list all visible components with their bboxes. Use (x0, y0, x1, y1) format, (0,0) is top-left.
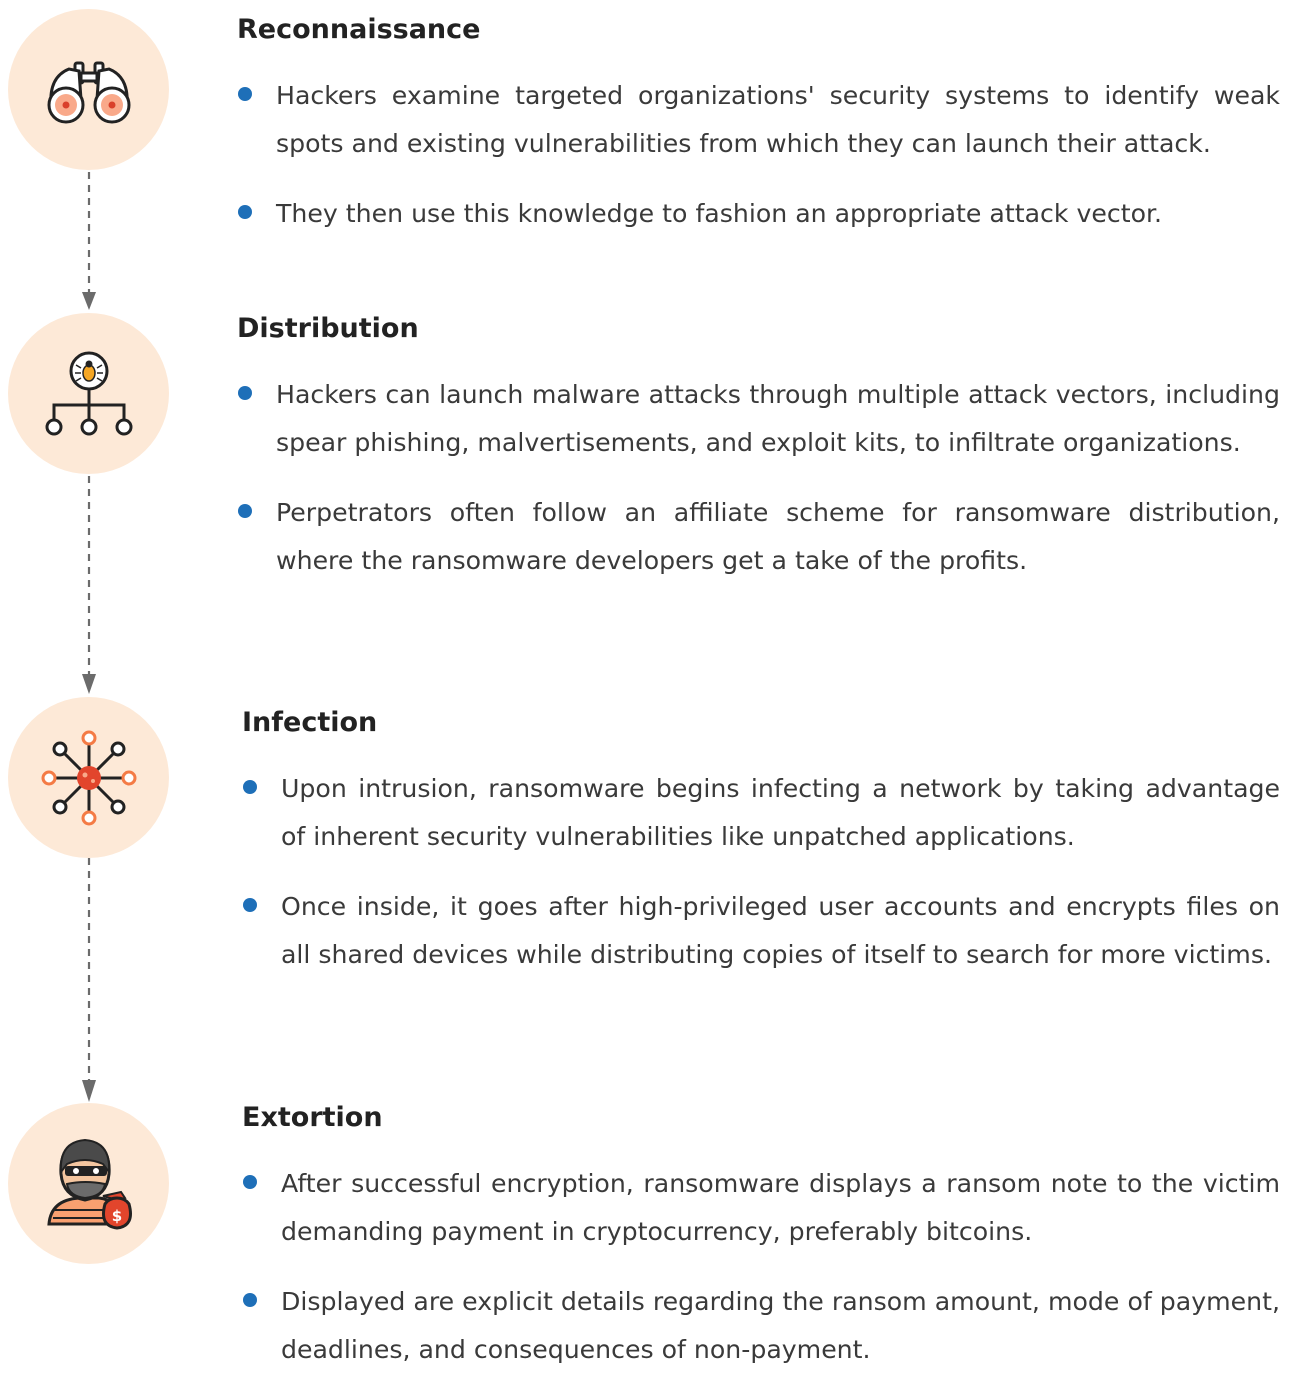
list-item: Upon intrusion, ransomware begins infect… (242, 765, 1280, 861)
arrow-down-icon (82, 292, 96, 310)
stage-reconnaissance: Reconnaissance Hackers examine targeted … (237, 14, 1280, 260)
stage-title: Extortion (242, 1102, 383, 1133)
bullet-text: Upon intrusion, ransomware begins infect… (281, 774, 1280, 852)
stage-title: Reconnaissance (237, 14, 481, 45)
stage-distribution: Distribution Hackers can launch malware … (237, 313, 1280, 607)
bullet-text: They then use this knowledge to fashion … (276, 199, 1163, 229)
bullet-icon (238, 386, 252, 401)
stage-extortion: Extortion After successful encryption, r… (242, 1102, 1280, 1396)
bullet-text: Displayed are explicit details regarding… (281, 1287, 1280, 1365)
svg-text:$: $ (111, 1207, 121, 1225)
bullet-text: After successful encryption, ransomware … (281, 1169, 1280, 1247)
virus-spread-icon (41, 730, 136, 825)
bullet-icon (238, 205, 252, 220)
list-item: Displayed are explicit details regarding… (242, 1278, 1280, 1374)
list-item: After successful encryption, ransomware … (242, 1160, 1280, 1256)
bullet-icon (243, 1293, 257, 1308)
list-item: Once inside, it goes after high-privileg… (242, 883, 1280, 979)
hacker-money-bag-icon: $ (46, 1138, 132, 1230)
bullet-list: Hackers can launch malware attacks throu… (237, 371, 1280, 585)
bullet-icon (243, 898, 257, 913)
bullet-text: Hackers can launch malware attacks throu… (276, 380, 1280, 458)
bullet-text: Once inside, it goes after high-privileg… (281, 892, 1280, 970)
list-item: They then use this knowledge to fashion … (237, 190, 1280, 238)
bullet-list: Upon intrusion, ransomware begins infect… (242, 765, 1280, 979)
bullet-text: Perpetrators often follow an affiliate s… (276, 498, 1280, 576)
list-item: Hackers can launch malware attacks throu… (237, 371, 1280, 467)
stage-icon-circle (8, 313, 169, 474)
stage-title: Distribution (237, 313, 419, 344)
stage-icon-circle: $ (8, 1103, 169, 1264)
bullet-icon (243, 1175, 257, 1190)
bullet-icon (243, 780, 257, 795)
stage-icon-circle (8, 697, 169, 858)
bullet-text: Hackers examine targeted organizations' … (276, 81, 1280, 159)
binoculars-icon (47, 61, 130, 123)
stage-title: Infection (242, 707, 378, 738)
bug-network-icon (45, 351, 132, 435)
bullet-icon (238, 504, 252, 519)
bullet-icon (238, 87, 252, 102)
flow-connector (82, 172, 96, 1102)
arrow-down-icon (82, 674, 96, 694)
arrow-down-icon (82, 1080, 96, 1102)
bullet-list: After successful encryption, ransomware … (242, 1160, 1280, 1374)
list-item: Hackers examine targeted organizations' … (237, 72, 1280, 168)
stage-icon-circle (8, 9, 169, 170)
stage-infection: Infection Upon intrusion, ransomware beg… (242, 707, 1280, 1001)
bullet-list: Hackers examine targeted organizations' … (237, 72, 1280, 238)
list-item: Perpetrators often follow an affiliate s… (237, 489, 1280, 585)
